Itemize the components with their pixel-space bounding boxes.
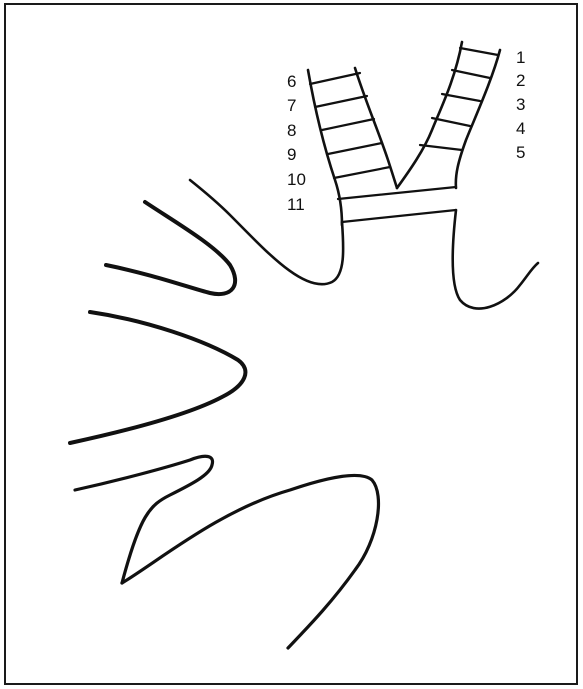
label-10: 10	[287, 170, 306, 189]
label-5: 5	[516, 143, 525, 162]
ladder-rung-8	[322, 119, 374, 130]
label-4: 4	[516, 119, 525, 138]
label-7: 7	[287, 96, 296, 115]
label-2: 2	[516, 71, 525, 90]
ladder-rung-6	[310, 73, 360, 84]
right-stem-contour	[453, 210, 538, 309]
ladder-rung-10	[334, 167, 390, 178]
ladder-rung-2	[452, 70, 490, 78]
ladder-rung-4	[432, 118, 470, 126]
ladder-rung-1	[460, 48, 498, 55]
right-arm-inner-rail	[456, 50, 500, 188]
label-1: 1	[516, 48, 525, 67]
ladder-rung-9	[328, 143, 382, 154]
ladder-rung-7	[315, 96, 367, 107]
left-stem-contour	[190, 180, 343, 284]
finger-contour-2	[70, 312, 245, 443]
ladder-rung-12	[342, 210, 456, 222]
label-6: 6	[287, 72, 296, 91]
finger-contour-3	[75, 456, 213, 583]
label-9: 9	[287, 145, 296, 164]
ladder-rung-3	[442, 94, 480, 101]
left-arm-outer-rail	[308, 70, 342, 225]
right-arm-outer-rail	[397, 42, 462, 188]
label-3: 3	[516, 95, 525, 114]
ladder-rung-5	[420, 145, 462, 150]
label-8: 8	[287, 121, 296, 140]
finger-contour-1	[106, 202, 235, 294]
label-11: 11	[287, 195, 305, 214]
